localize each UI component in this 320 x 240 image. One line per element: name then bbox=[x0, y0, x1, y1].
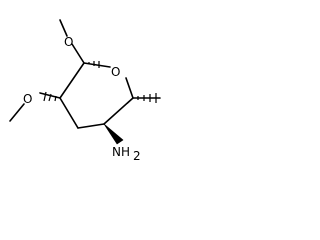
amine-label-subscript: 2 bbox=[133, 149, 141, 163]
bond-c3-to-c4 bbox=[77, 123, 105, 129]
anomeric-methoxy-oxygen-label: O bbox=[64, 35, 73, 49]
ring-oxygen-label: O bbox=[111, 65, 120, 79]
hashed-wedge-c1 bbox=[88, 61, 100, 68]
solid-wedge-c4-amine bbox=[103, 123, 124, 145]
bond-c4-to-c5 bbox=[103, 97, 134, 125]
atom-labels: O O O NH 2 bbox=[23, 35, 141, 163]
hashed-wedge-c2 bbox=[43, 91, 57, 102]
amine-label: NH 2 bbox=[112, 145, 141, 163]
amine-label-main: NH bbox=[112, 145, 130, 159]
stereo-bonds bbox=[43, 61, 157, 145]
bonds bbox=[9, 19, 161, 129]
bond-c1-to-c2 bbox=[59, 62, 85, 99]
bond-c2-to-c3 bbox=[59, 97, 79, 129]
methoxy-oxygen-label: O bbox=[23, 92, 32, 106]
bond-ring-oxygen-to-c5 bbox=[125, 77, 134, 99]
bond-top-oxygen-to-c1 bbox=[71, 43, 85, 64]
bond-c1-to-ring-oxygen bbox=[83, 62, 111, 68]
bond-methyl-to-top-oxygen bbox=[59, 19, 68, 37]
molecule-structure: O O O NH 2 bbox=[9, 19, 161, 163]
bond-methoxy-oxygen-to-methyl bbox=[9, 103, 25, 122]
hashed-wedge-c5 bbox=[137, 93, 157, 103]
